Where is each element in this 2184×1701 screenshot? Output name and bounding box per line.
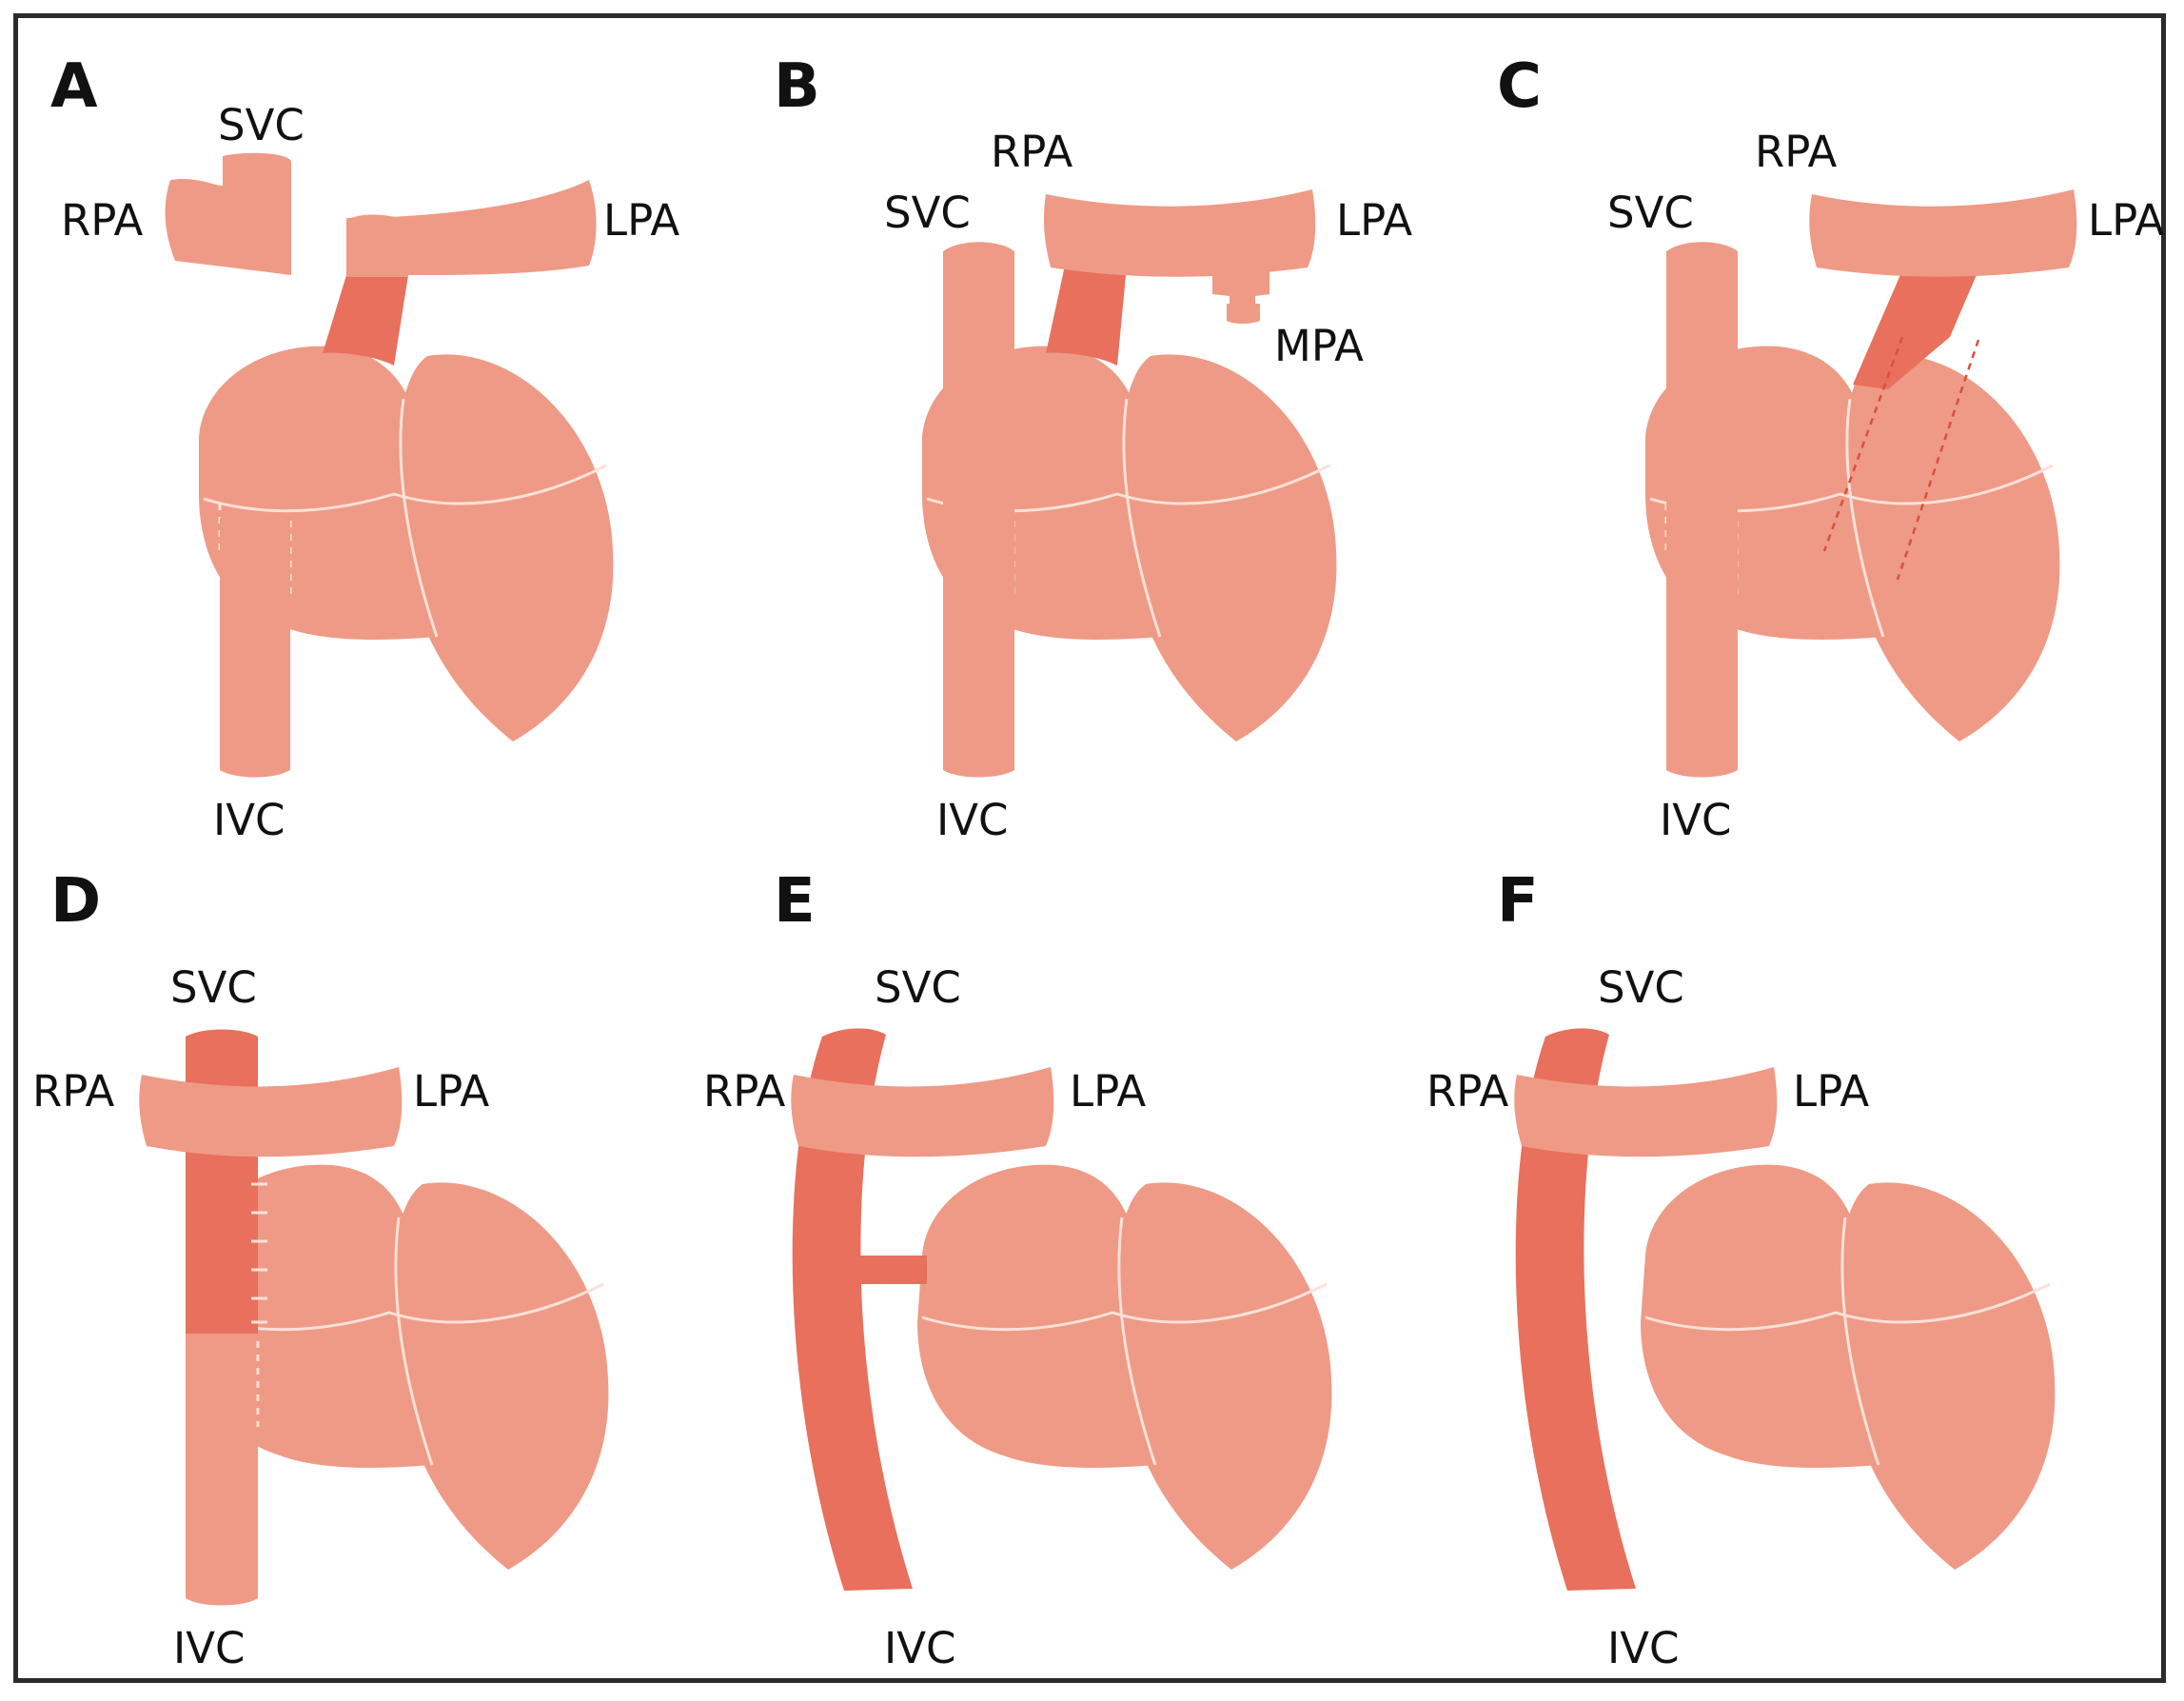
label-lpa: LPA — [413, 1066, 490, 1117]
panel-e-drawing — [791, 1028, 1332, 1591]
label-lpa: LPA — [2088, 195, 2165, 246]
conduit — [792, 1028, 913, 1591]
label-ivc: IVC — [213, 795, 285, 845]
conduit — [186, 1029, 258, 1334]
ventricle — [398, 354, 614, 742]
label-ivc: IVC — [1660, 795, 1732, 845]
label-rpa: RPA — [1755, 127, 1838, 177]
label-rpa: RPA — [1426, 1066, 1509, 1117]
ventricle — [1844, 354, 2060, 742]
mpa-stump — [1212, 270, 1269, 308]
label-svc: SVC — [218, 100, 305, 150]
atrium — [1641, 1164, 1879, 1468]
ivc-vessel — [186, 1332, 258, 1606]
label-rpa: RPA — [991, 127, 1073, 177]
label-svc: SVC — [1598, 962, 1684, 1013]
ventricle — [1116, 1182, 1332, 1570]
panel-c-drawing — [1645, 189, 2077, 778]
panel-letter-b: B — [774, 51, 820, 122]
panel-letter-a: A — [50, 51, 98, 122]
svc-ivc-vessel — [1666, 242, 1738, 778]
conduit — [1853, 270, 1978, 389]
ivc-vessel — [220, 518, 290, 778]
atrium — [917, 1164, 1155, 1468]
panel-b: B RPA SVC LPA MPA IVC — [741, 18, 1465, 846]
pa-bar — [1043, 189, 1316, 277]
panel-c: C RPA SVC LPA IVC — [1465, 18, 2184, 846]
label-lpa: LPA — [1336, 195, 1413, 246]
conduit — [323, 275, 408, 366]
label-rpa: RPA — [703, 1066, 786, 1117]
label-lpa: LPA — [603, 195, 680, 246]
figure-frame: A SVC RPA LPA IVC B RPA SVC LPA MPA IVC — [13, 13, 2166, 1683]
pa-bar — [1809, 189, 2077, 277]
label-mpa: MPA — [1274, 321, 1364, 371]
label-ivc: IVC — [173, 1623, 246, 1673]
panel-letter-d: D — [50, 866, 102, 937]
label-ivc: IVC — [884, 1623, 956, 1673]
label-svc: SVC — [884, 188, 971, 238]
ventricle — [1840, 1182, 2056, 1570]
panel-a: A SVC RPA LPA IVC — [18, 18, 741, 846]
pa-bar — [139, 1067, 403, 1157]
panel-f-drawing — [1514, 1028, 2056, 1591]
label-ivc: IVC — [1607, 1623, 1680, 1673]
lpa-vessel — [346, 180, 597, 278]
panel-a-drawing — [165, 152, 614, 778]
label-ivc: IVC — [936, 795, 1009, 845]
label-lpa: LPA — [1793, 1066, 1870, 1117]
label-lpa: LPA — [1070, 1066, 1147, 1117]
label-rpa: RPA — [61, 195, 144, 246]
rpa-svc-stump — [165, 152, 291, 275]
label-svc: SVC — [875, 962, 961, 1013]
panel-d: D SVC RPA LPA IVC — [18, 846, 741, 1674]
panel-letter-e: E — [774, 866, 816, 937]
label-rpa: RPA — [32, 1066, 115, 1117]
conduit — [1515, 1028, 1636, 1591]
label-svc: SVC — [170, 962, 257, 1013]
panel-d-drawing — [139, 1029, 609, 1606]
ventricle — [393, 1182, 609, 1570]
svc-ivc-vessel — [943, 242, 1014, 778]
panel-e: E SVC RPA LPA IVC — [703, 846, 1465, 1674]
panel-letter-f: F — [1497, 866, 1539, 937]
conduit — [1046, 266, 1127, 366]
panel-letter-c: C — [1497, 51, 1542, 122]
ventricle — [1121, 354, 1337, 742]
pa-bar — [791, 1067, 1054, 1157]
panel-b-drawing — [922, 189, 1337, 778]
label-svc: SVC — [1607, 188, 1694, 238]
panel-f: F SVC RPA LPA IVC — [1426, 846, 2184, 1674]
pa-bar — [1514, 1067, 1778, 1157]
fenestration — [854, 1256, 927, 1284]
